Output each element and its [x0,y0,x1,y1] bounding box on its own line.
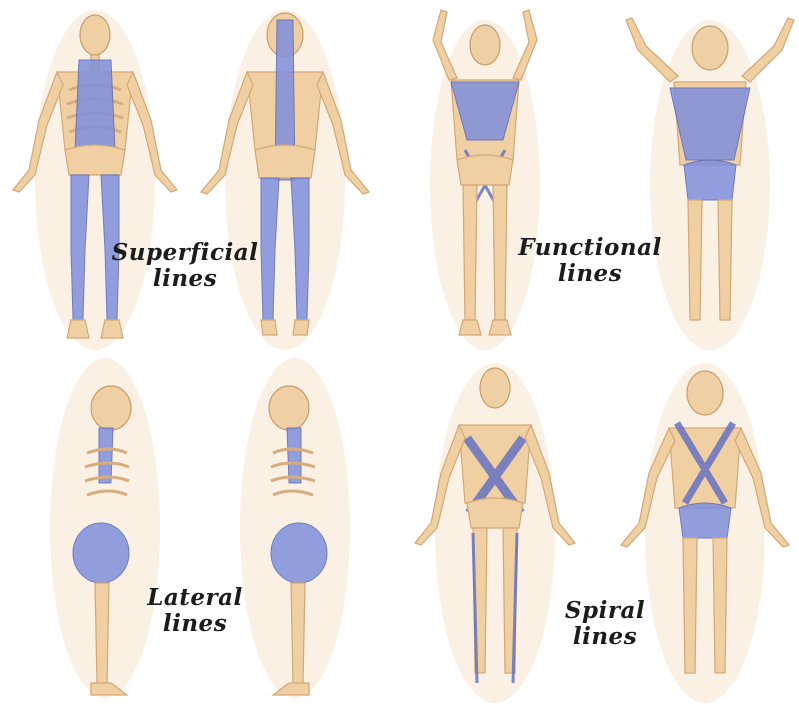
superficial-back-figure [201,10,369,350]
functional-lines-caption: Functional lines [515,235,665,288]
functional-caption-line2: lines [515,261,665,287]
spiral-front-figure [415,363,575,703]
superficial-figures [0,0,400,353]
lateral-caption-line1: Lateral [120,585,270,611]
functional-caption-line1: Functional [515,235,665,261]
functional-figures [400,0,799,353]
superficial-caption-line1: Superficial [110,240,260,266]
spiral-lines-panel: Spiral lines [400,353,799,707]
lateral-right-figure [240,358,350,698]
lateral-caption-line2: lines [120,611,270,637]
superficial-caption-line2: lines [110,266,260,292]
lateral-left-figure [50,358,160,698]
spiral-caption-line1: Spiral [530,598,680,624]
functional-back-figure [626,18,794,350]
functional-lines-panel: Functional lines [400,0,799,353]
superficial-front-figure [13,10,177,350]
spiral-lines-caption: Spiral lines [530,598,680,651]
spiral-figures [400,353,799,707]
lateral-lines-caption: Lateral lines [120,585,270,638]
lateral-figures [0,353,400,707]
lateral-lines-panel: Lateral lines [0,353,400,707]
spiral-back-figure [621,363,789,703]
spiral-caption-line2: lines [530,624,680,650]
functional-front-figure [430,10,540,350]
superficial-lines-panel: Superficial lines [0,0,400,353]
superficial-lines-caption: Superficial lines [110,240,260,293]
